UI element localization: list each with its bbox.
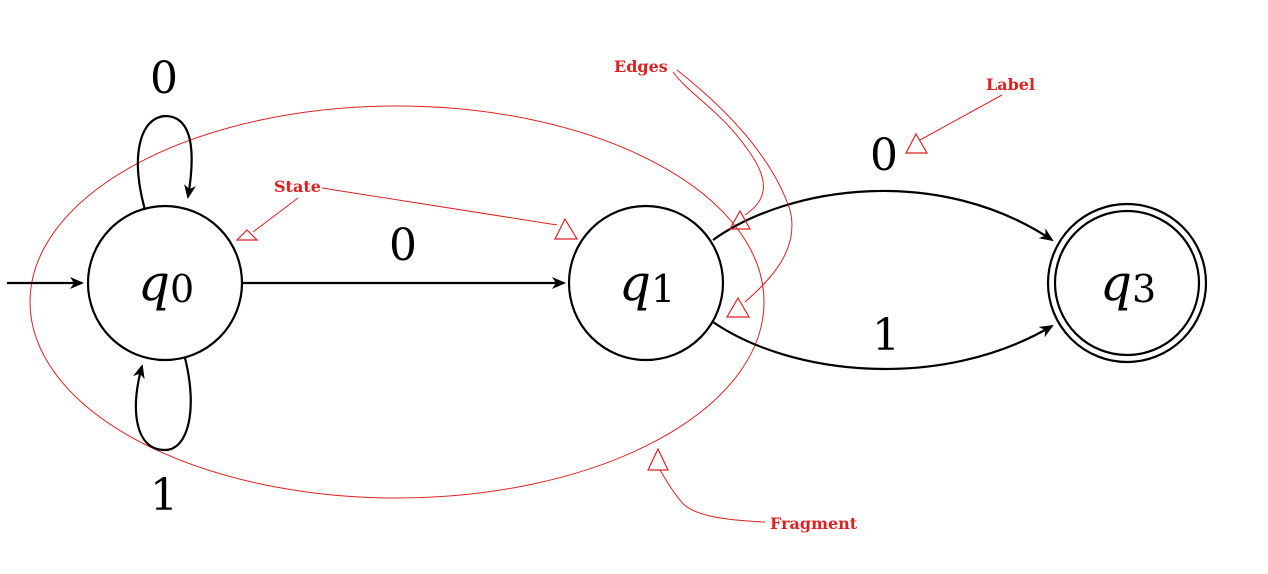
edge-q1-q3-top <box>712 189 1054 242</box>
state-q0-sub: 0 <box>170 267 194 311</box>
annotation-fragment: Fragment <box>647 447 858 533</box>
edge-q0-q0-bottom <box>133 357 192 452</box>
edge-label-q1-q3-bottom: 1 <box>872 310 900 361</box>
annotation-label-label: Label <box>986 75 1035 94</box>
edge-label-q0-q0-bottom: 1 <box>150 470 178 521</box>
annotation-state-label: State <box>274 177 321 196</box>
edge-label-q1-q3-top: 0 <box>870 130 898 181</box>
svg-text:q1: q1 <box>619 254 675 312</box>
state-q3-base: q <box>1100 254 1132 312</box>
state-q0-base: q <box>138 254 170 312</box>
annotation-edges: Edges <box>614 57 793 318</box>
svg-text:q3: q3 <box>1100 254 1156 312</box>
annotation-edges-label: Edges <box>614 57 668 76</box>
state-q3: q3 <box>1046 202 1208 364</box>
state-q1: q1 <box>567 204 725 362</box>
state-q3-sub: 3 <box>1132 267 1156 311</box>
fragment-ellipse <box>29 105 765 499</box>
state-q1-sub: 1 <box>651 267 675 311</box>
edge-label-q0-q0-top: 0 <box>150 53 178 104</box>
edge-q1-q3-bottom <box>712 321 1054 371</box>
edge-label-q0-q1: 0 <box>389 220 417 271</box>
svg-text:q0: q0 <box>138 254 194 312</box>
state-q1-base: q <box>619 254 651 312</box>
annotation-label: Label <box>905 75 1035 154</box>
annotation-state: State <box>235 177 579 241</box>
state-q0: q0 <box>86 204 244 362</box>
annotation-fragment-label: Fragment <box>770 514 858 533</box>
edge-q0-q0-top <box>136 114 196 211</box>
